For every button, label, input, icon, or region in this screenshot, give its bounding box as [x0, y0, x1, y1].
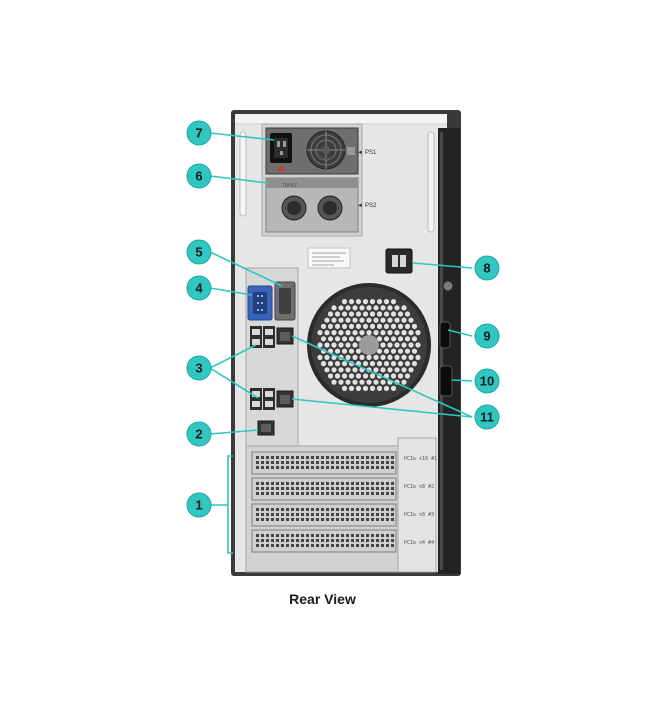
expansion-slot-cover [251, 529, 397, 553]
callout-4: 4 [186, 275, 212, 301]
leader-line-4 [209, 287, 253, 296]
io-panel [245, 267, 299, 447]
callout-1: 1 [186, 492, 212, 518]
pcie-slot-label: PCIe x4 #4 [404, 540, 434, 546]
leader-line-11b [291, 398, 473, 418]
leader-lines [209, 132, 473, 554]
slot-bracket-panel [397, 437, 437, 573]
leader-line-7 [209, 132, 275, 141]
psu-rating-label: 800W [318, 156, 331, 162]
psu-brand-label: TOPAZ [282, 183, 297, 189]
callouts: 1 2 3 4 5 6 7 8 9 10 11 [186, 120, 500, 518]
callout-number: 2 [195, 427, 202, 442]
leader-line-9 [447, 329, 473, 337]
serial-label-sticker [307, 247, 351, 269]
callout-8: 8 [474, 255, 500, 281]
callout-number: 7 [195, 126, 202, 141]
callout-number: 3 [195, 361, 202, 376]
callout-number: 1 [195, 498, 202, 513]
callout-number: 11 [480, 410, 494, 425]
side-rail [438, 128, 460, 574]
callout-number: 8 [483, 261, 490, 276]
pcie-slot-label: PCIe x16 #1 [404, 456, 437, 462]
padlock-latch [385, 248, 413, 274]
callout-number: 4 [195, 281, 203, 296]
ps2-label: PS2 [365, 203, 377, 209]
callout-7: 7 [186, 120, 212, 146]
power-supply-2: TOPAZ PS2 ◄ [265, 177, 377, 233]
callout-2: 2 [186, 421, 212, 447]
leader-line-3a [209, 344, 257, 369]
leader-line-11a [291, 335, 473, 418]
fan-grille [307, 283, 431, 407]
leader-line-8 [412, 262, 473, 269]
callout-9: 9 [474, 323, 500, 349]
chassis-top-lip [235, 114, 447, 124]
callout-number: 5 [195, 245, 202, 260]
figure-caption: Rear View [289, 591, 356, 607]
usb-ports-upper [250, 326, 275, 348]
left-slot [239, 131, 247, 217]
callout-11: 11 [474, 404, 500, 430]
side-latch-10 [439, 365, 453, 397]
callout-10: 10 [474, 368, 500, 394]
leader-line-10 [451, 379, 473, 382]
leader-line-3b [209, 367, 259, 399]
expansion-slots: PCIe x16 #1 PCIe x8 #2 PCIe x8 #3 PCIe x4 #… [245, 437, 437, 573]
callout-number: 9 [483, 329, 490, 344]
pcie-slot-label: PCIe x8 #3 [404, 512, 434, 518]
side-rail-highlight [440, 132, 443, 570]
callout-number: 6 [195, 169, 202, 184]
power-supply-1: 800W PS1 ◄ [265, 127, 377, 175]
expansion-slot-cover [251, 503, 397, 527]
kensington-slot-icon [442, 280, 454, 292]
callout-6: 6 [186, 163, 212, 189]
power-supply-bay: 800W PS1 ◄ TOPAZ PS2 ◄ [261, 123, 377, 237]
side-latch-9 [439, 321, 451, 349]
leader-line-5 [209, 251, 283, 287]
expansion-slot-cover [251, 477, 397, 501]
psu1-led-icon [278, 166, 284, 172]
callout-3: 3 [186, 355, 212, 381]
leader-line-2 [209, 429, 259, 435]
callout-number: 10 [480, 374, 494, 389]
svg-text:◄: ◄ [357, 150, 363, 156]
callout-5: 5 [186, 239, 212, 265]
usb-ports-lower [250, 388, 275, 410]
expansion-slot-cover [251, 451, 397, 475]
right-slot [427, 131, 435, 233]
ps1-label: PS1 [365, 150, 377, 156]
pcie-slot-label: PCIe x8 #2 [404, 484, 434, 490]
leader-line-6 [209, 175, 269, 184]
svg-text:◄: ◄ [357, 203, 363, 209]
